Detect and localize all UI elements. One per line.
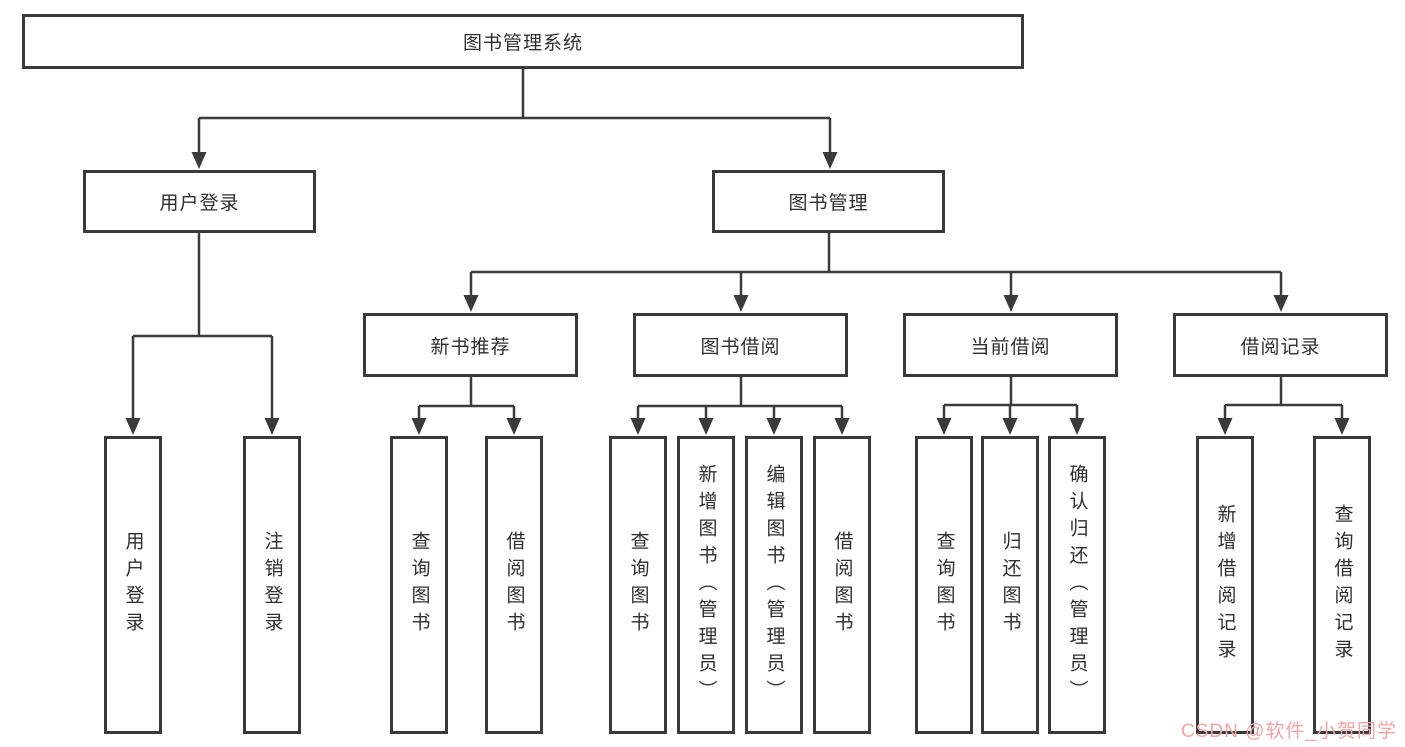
leaf-borrowing-query-books: 查询图书 (609, 436, 667, 734)
leaf-user-login: 用户登录 (104, 436, 162, 734)
leaf-recommend-query-books: 查询图书 (390, 436, 448, 734)
leaf-logout: 注销登录 (243, 436, 301, 734)
node-new-book-recommendation: 新书推荐 (363, 313, 578, 377)
leaf-current-query-books: 查询图书 (915, 436, 973, 734)
node-current-borrowing: 当前借阅 (903, 313, 1118, 377)
leaf-borrowing-add-books-admin: 新增图书（管理员） (677, 436, 735, 734)
node-user-login-module: 用户登录 (83, 170, 316, 233)
leaf-current-confirm-return-admin: 确认归还（管理员） (1048, 436, 1106, 734)
leaf-records-add-borrow-record: 新增借阅记录 (1196, 436, 1254, 734)
leaf-current-return-books: 归还图书 (981, 436, 1039, 734)
node-book-borrowing: 图书借阅 (633, 313, 848, 377)
leaf-borrowing-edit-books-admin: 编辑图书（管理员） (745, 436, 803, 734)
node-borrowing-records: 借阅记录 (1173, 313, 1388, 377)
leaf-borrowing-borrow-books: 借阅图书 (813, 436, 871, 734)
leaf-records-query-borrow-record: 查询借阅记录 (1313, 436, 1371, 734)
leaf-recommend-borrow-books: 借阅图书 (485, 436, 543, 734)
csdn-watermark: CSDN @软件_小贺同学 (1181, 721, 1397, 742)
node-library-management-system: 图书管理系统 (22, 14, 1024, 69)
node-book-management-module: 图书管理 (712, 170, 945, 233)
